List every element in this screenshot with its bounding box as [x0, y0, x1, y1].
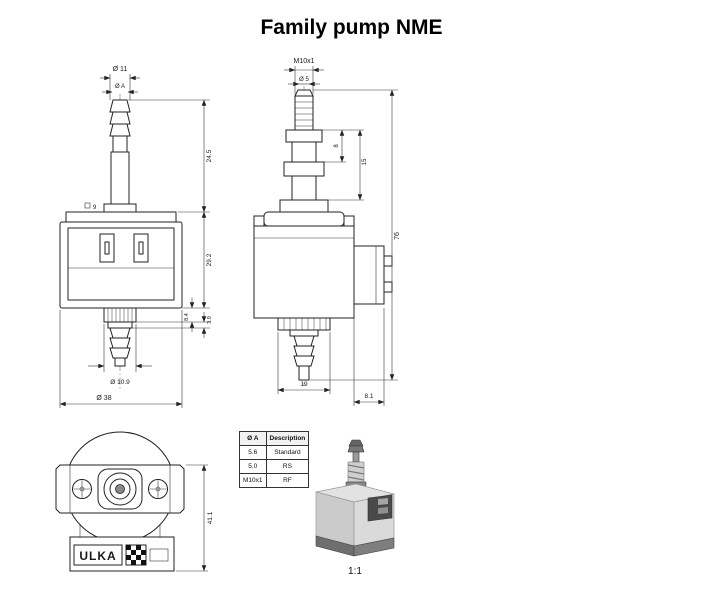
- spec-header-dia-a: Ø A: [239, 431, 267, 446]
- side-dim-dia-5: Ø 5: [288, 77, 320, 87]
- front-inlet-barb: [103, 99, 137, 213]
- front-dim-3-9-text: 3.9: [207, 316, 213, 324]
- spec-table: Ø A Description 5.6 Standard 5.0 RS M10x…: [239, 431, 310, 488]
- front-pump-body: [59, 211, 183, 309]
- spec-cell-description: RF: [265, 473, 310, 488]
- front-dim-dia-38: Ø 38: [59, 310, 183, 408]
- side-dim-19-text: 19: [300, 381, 308, 388]
- front-outlet-barb: [103, 307, 137, 367]
- bottom-dim-41-1: 41.1: [176, 464, 214, 572]
- bottom-screw-right: [148, 479, 168, 499]
- bottom-screw-left: [72, 479, 92, 499]
- front-dim-dia-38-text: Ø 38: [96, 395, 111, 402]
- side-outlet-barb: [277, 317, 331, 381]
- front-dim-dia-a-text: Ø A: [115, 84, 125, 90]
- side-dim-m10x1-text: M10x1: [293, 58, 314, 65]
- side-threaded-stud: [294, 89, 314, 131]
- bottom-view-drawing: ULKA 41.1: [55, 431, 214, 572]
- spec-cell-value: 5.0: [239, 459, 267, 474]
- side-dim-15: 15: [328, 129, 368, 201]
- front-dim-8-4-text: 8.4: [184, 313, 190, 321]
- side-dim-8: 8: [316, 129, 364, 163]
- side-dim-8-1: 8.1: [353, 308, 385, 406]
- table-row: 5.6 Standard: [239, 445, 310, 460]
- spec-cell-value: M10x1: [239, 473, 267, 488]
- iso-base: [315, 535, 395, 557]
- front-dim-3-9: 3.9: [132, 312, 213, 338]
- side-dim-76-text: 76: [394, 232, 401, 240]
- side-dim-19: 19: [277, 332, 331, 394]
- front-dim-dia-10-9-text: Ø 10.9: [110, 379, 130, 386]
- side-dim-15-text: 15: [362, 158, 368, 165]
- front-dim-24-5-text: 24.5: [206, 149, 213, 162]
- front-dim-29-2-text: 29.2: [206, 253, 213, 266]
- side-dim-m10x1: M10x1: [284, 58, 324, 94]
- front-dim-8-4: 8.4: [136, 298, 210, 332]
- front-dim-29-2: 29.2: [182, 211, 213, 309]
- side-dim-8-1-text: 8.1: [364, 393, 373, 400]
- iso-connector-block: [367, 494, 393, 522]
- bottom-center-hub: [103, 472, 137, 506]
- spec-cell-value: 5.6: [239, 445, 267, 460]
- front-dim-24-5: 24.5: [128, 99, 213, 213]
- side-pump-body: [253, 211, 393, 319]
- side-dim-dia-5-text: Ø 5: [299, 77, 309, 83]
- front-dim-dia-10-9: Ø 10.9: [88, 324, 152, 386]
- front-view-drawing: 9 Ø 11 Ø A 24.5 29.2: [59, 66, 213, 408]
- page-title: Family pump NME: [260, 16, 443, 39]
- table-row: 5.0 RS: [239, 459, 310, 474]
- brand-label: ULKA: [79, 549, 116, 563]
- scale-label: 1:1: [348, 566, 362, 577]
- isometric-view-drawing: [315, 439, 395, 557]
- table-row: M10x1 RF: [239, 473, 310, 488]
- ulka-checker-logo: [125, 544, 147, 566]
- side-view-drawing: M10x1 Ø 5 8 15 76: [253, 58, 401, 406]
- side-dim-8-text: 8: [334, 144, 340, 148]
- front-square-9-label: 9: [84, 202, 97, 211]
- iso-valve-stem: [345, 439, 367, 491]
- side-neck-stack: [279, 129, 329, 213]
- front-dim-dia-11: Ø 11: [100, 66, 140, 100]
- spec-table-header-row: Ø A Description: [239, 431, 310, 446]
- bottom-base-block: ULKA: [69, 525, 175, 572]
- front-dim-dia-a: Ø A: [102, 84, 138, 95]
- spec-header-description: Description: [265, 431, 310, 446]
- front-square-9-text: 9: [93, 205, 97, 211]
- bottom-dim-41-1-text: 41.1: [207, 511, 214, 524]
- front-dim-dia-11-text: Ø 11: [113, 66, 128, 73]
